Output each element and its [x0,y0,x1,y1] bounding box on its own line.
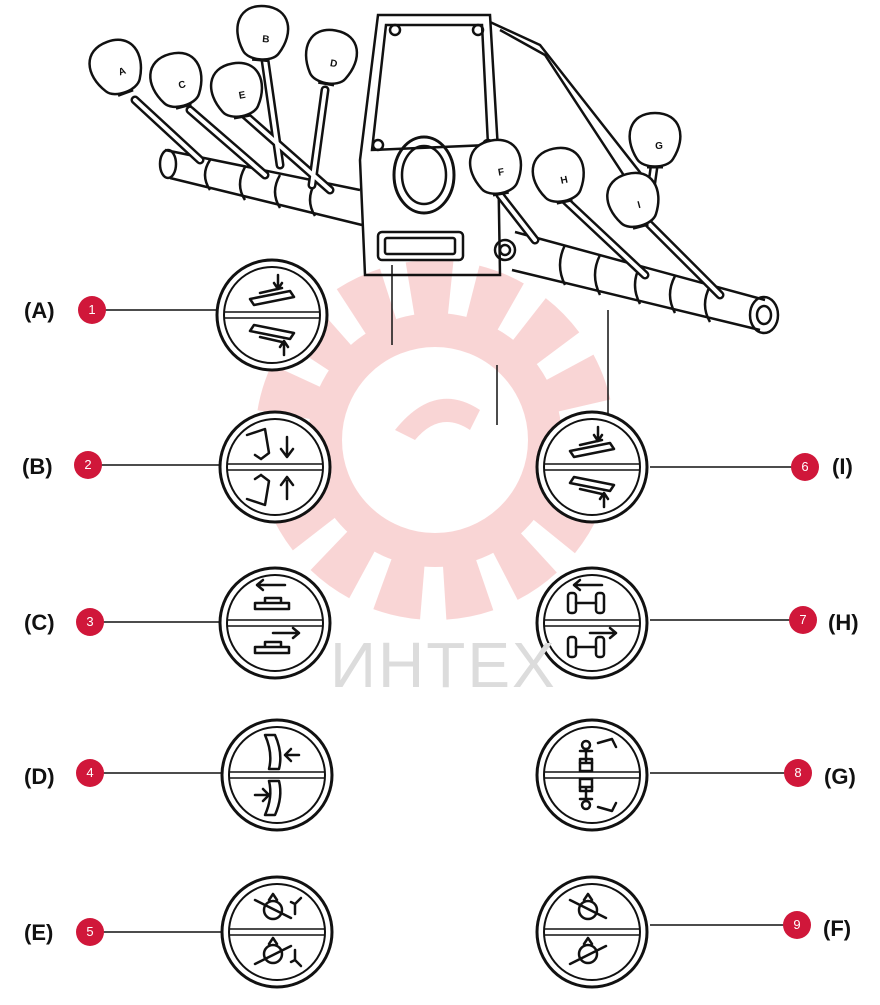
symbol-dial-3 [218,566,332,680]
slide-left-icon [253,578,291,611]
symbol-dial-1 [215,258,329,372]
callout-label: (G) [824,764,856,789]
axle-shift-icon [566,578,606,615]
lever-knob-i: I [606,171,660,230]
symbol-dial-8 [535,718,649,832]
bucket-tilt-down-icon [248,273,296,307]
symbol-dial-5 [220,875,334,989]
gearbox-housing [358,13,651,277]
callout-badge-9: 9 [783,911,811,939]
axle-shift-icon [566,626,618,659]
symbol-dial-4 [220,718,334,832]
lever-knob-letter: E [238,90,247,102]
callout-label: (B) [22,454,53,479]
operator-boom-icon [578,777,618,813]
slide-left-icon [253,626,301,655]
lever-knob-letter: A [117,66,128,79]
callout-label: (E) [24,920,54,945]
callout-label: (I) [832,454,853,479]
leader-lines [391,265,609,425]
callout-badge-2: 2 [74,451,102,479]
symbol-dial-2 [218,410,332,524]
symbol-dials [215,258,649,989]
swing-left-icon [253,892,303,921]
watermark-text: ИНТЕХ [330,629,557,701]
callout-badge-7: 7 [789,606,817,634]
callout-label: (A) [24,298,55,323]
attachment-lower-icon [568,475,616,509]
lever-knob-b: B [236,4,290,63]
lever-knob-letter: F [497,167,505,179]
lever-knob-letter: G [655,141,663,152]
arm-lower-icon [245,473,295,507]
callout-badge-4: 4 [76,759,104,787]
blade-tilt-icon [263,733,301,771]
lever-knob-d: D [304,28,359,87]
lever-knob-a: A [88,38,143,97]
operator-boom-icon [578,737,618,773]
attachment-lower-icon [568,425,616,459]
callout-label: (D) [24,764,55,789]
lever-knobs: A C E B D F H I G [88,4,682,230]
lever-knob-h: H [531,146,585,205]
lever-knob-g: G [628,111,682,169]
lever-knob-f: F [468,138,523,197]
callout-lines [88,309,805,933]
callout-label: (F) [823,916,852,941]
lever-knob-letter: H [560,175,569,187]
lever-knob-letter: D [329,58,338,70]
callout-badge-1: 1 [78,296,106,324]
callout-label: (C) [24,610,55,635]
callout-badge-6: 6 [791,453,819,481]
symbol-dial-6 [535,410,649,524]
callout-badge-5: 5 [76,918,104,946]
watermark-gear-icon [255,260,615,620]
callout-label: (H) [828,610,859,635]
lever-knob-e: E [209,61,264,120]
swing-left-icon [253,936,303,968]
lever-knob-letter: B [262,34,270,46]
lever-knob-c: C [149,51,203,110]
blade-tilt-icon [253,779,282,817]
rotate-icon [568,892,608,921]
callout-badge-8: 8 [784,759,812,787]
lever-knob-letter: C [177,79,187,91]
bucket-tilt-down-icon [248,323,296,357]
symbol-dial-7 [535,566,649,680]
callout-badge-3: 3 [76,608,104,636]
arm-lower-icon [245,427,295,461]
rotate-icon [568,936,608,966]
symbol-dial-9 [535,875,649,989]
lever-knob-letter: I [636,200,642,211]
